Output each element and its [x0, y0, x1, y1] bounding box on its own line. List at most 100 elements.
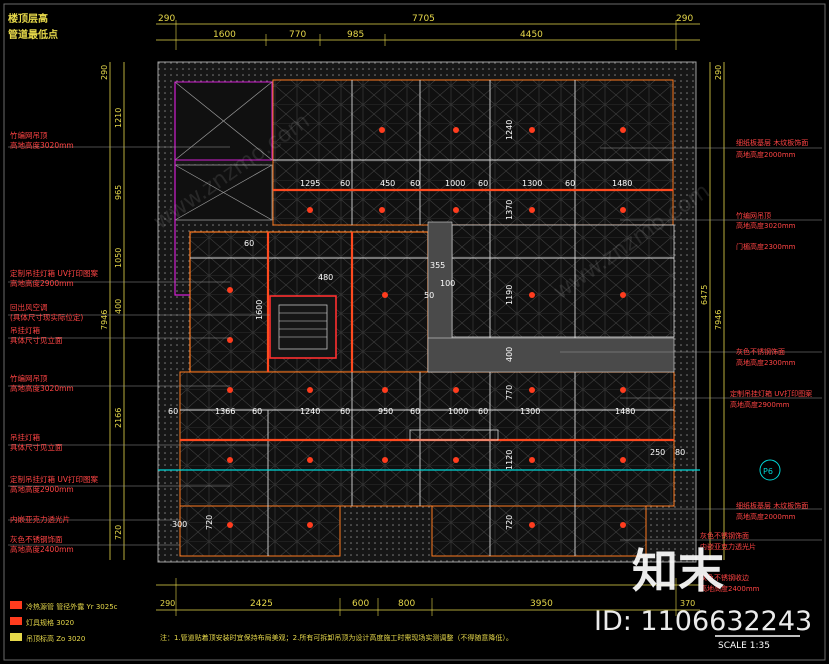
dim-left-2: 1210 — [114, 108, 123, 128]
svg-text:高地高度2900mm: 高地高度2900mm — [10, 278, 74, 288]
dim-bottom-left-margin: 290 — [160, 599, 175, 608]
svg-text:80: 80 — [675, 448, 685, 457]
svg-text:吊顶标高 Zo 3020: 吊顶标高 Zo 3020 — [26, 634, 85, 643]
svg-text:720: 720 — [205, 515, 214, 530]
svg-text:内嵌亚克力透光片: 内嵌亚克力透光片 — [10, 514, 70, 524]
lamp-points — [227, 127, 626, 528]
svg-text:定制吊挂灯箱 UV打印图案: 定制吊挂灯箱 UV打印图案 — [10, 474, 99, 484]
dim-top-seg-4: 4450 — [520, 30, 543, 40]
svg-text:高地高度2000mm: 高地高度2000mm — [736, 512, 796, 521]
svg-text:冷热源管 管径外露 Yr 3025c: 冷热源管 管径外露 Yr 3025c — [26, 602, 118, 611]
top-dimension-overall: 290 7705 290 — [156, 14, 700, 50]
svg-text:1300: 1300 — [522, 179, 542, 188]
top-dimension-segments: 1600 770 985 4450 — [156, 30, 700, 46]
svg-text:355: 355 — [430, 261, 445, 270]
svg-text:高地高度3020mm: 高地高度3020mm — [736, 221, 796, 230]
watermark-id: ID: 1106632243 — [594, 606, 813, 637]
svg-text:60: 60 — [478, 407, 488, 416]
svg-text:720: 720 — [505, 515, 514, 530]
svg-text:门楣高度2300mm: 门楣高度2300mm — [736, 242, 796, 251]
svg-text:高地高度3020mm: 高地高度3020mm — [10, 383, 74, 393]
svg-text:1000: 1000 — [448, 407, 468, 416]
svg-text:450: 450 — [380, 179, 395, 188]
watermark-brand: 知末 — [632, 544, 724, 598]
svg-text:回出风空调: 回出风空调 — [10, 302, 48, 312]
dim-bottom-seg-3: 800 — [398, 599, 415, 609]
svg-text:灰色不锈钢饰面: 灰色不锈钢饰面 — [700, 531, 749, 540]
dim-bottom-seg-2: 600 — [352, 599, 369, 609]
svg-text:灰色不锈钢收边: 灰色不锈钢收边 — [700, 573, 749, 582]
svg-text:细纸板基层 木纹板饰面: 细纸板基层 木纹板饰面 — [736, 138, 808, 147]
title-line-2: 管道最低点 — [8, 28, 58, 41]
svg-text:1300: 1300 — [520, 407, 540, 416]
dim-top-left-margin: 290 — [158, 14, 175, 24]
svg-text:1240: 1240 — [300, 407, 320, 416]
dim-left-total: 7946 — [100, 310, 109, 330]
right-dimension-chain: 290 6475 7946 — [700, 62, 725, 560]
svg-text:灰色不锈钢饰面: 灰色不锈钢饰面 — [10, 534, 63, 544]
dim-bottom-seg-1: 2425 — [250, 599, 273, 609]
dim-top-seg-2: 770 — [289, 30, 306, 40]
general-note: 注：1.管道贴着顶安装时宜保持布局美观；2.所有可拆卸吊顶为设计高度施工时需现场… — [160, 633, 513, 642]
svg-text:竹编网吊顶: 竹编网吊顶 — [10, 130, 48, 140]
dim-right-total: 7946 — [714, 310, 723, 330]
svg-text:60: 60 — [244, 239, 254, 248]
svg-text:(具体尺寸现实际位定): (具体尺寸现实际位定) — [10, 312, 83, 322]
dim-left-1: 290 — [100, 65, 109, 80]
svg-text:高地高度2400mm: 高地高度2400mm — [700, 584, 760, 593]
dim-right-inner: 6475 — [700, 285, 709, 305]
svg-text:灯具规格 3020: 灯具规格 3020 — [26, 618, 74, 627]
svg-text:60: 60 — [340, 179, 350, 188]
ceiling-zone-top — [272, 79, 674, 226]
dim-bottom-seg-4: 3950 — [530, 599, 553, 609]
dim-top-seg-3: 985 — [347, 30, 364, 40]
svg-text:1190: 1190 — [505, 285, 514, 305]
dim-right-top: 290 — [714, 65, 723, 80]
svg-text:细纸板基层 木纹板饰面: 细纸板基层 木纹板饰面 — [736, 501, 808, 510]
svg-text:高地高度2000mm: 高地高度2000mm — [736, 150, 796, 159]
dim-left-5: 400 — [114, 299, 123, 314]
svg-text:60: 60 — [410, 179, 420, 188]
svg-text:1480: 1480 — [612, 179, 632, 188]
svg-text:1366: 1366 — [215, 407, 235, 416]
svg-text:60: 60 — [478, 179, 488, 188]
light-box — [409, 429, 499, 441]
svg-text:高地高度3020mm: 高地高度3020mm — [10, 140, 74, 150]
svg-text:300: 300 — [172, 520, 187, 529]
dim-left-3: 965 — [114, 185, 123, 200]
svg-text:1000: 1000 — [445, 179, 465, 188]
svg-text:60: 60 — [565, 179, 575, 188]
dim-left-6: 2166 — [114, 408, 123, 428]
drawing-frame — [3, 3, 826, 661]
svg-text:内嵌亚克力透光片: 内嵌亚克力透光片 — [700, 542, 756, 551]
svg-text:竹编网吊顶: 竹编网吊顶 — [736, 211, 771, 220]
svg-text:60: 60 — [410, 407, 420, 416]
svg-text:P6: P6 — [763, 467, 773, 476]
svg-text:250: 250 — [650, 448, 665, 457]
svg-text:400: 400 — [505, 347, 514, 362]
svg-text:480: 480 — [318, 273, 333, 282]
dim-top-overall: 7705 — [412, 14, 435, 24]
air-conditioner-unit — [269, 295, 337, 359]
svg-text:60: 60 — [168, 407, 178, 416]
svg-text:吊挂灯箱: 吊挂灯箱 — [10, 432, 40, 442]
vertical-dimension-labels: 1240 1370 1190 400 770 1120 720 720 — [205, 120, 514, 530]
svg-text:1480: 1480 — [615, 407, 635, 416]
magenta-boundary — [174, 82, 190, 296]
svg-text:高地高度2400mm: 高地高度2400mm — [10, 544, 74, 554]
dim-top-right-margin: 290 — [676, 14, 693, 24]
svg-text:定制吊挂灯箱 UV打印图案: 定制吊挂灯箱 UV打印图案 — [730, 389, 812, 398]
svg-text:高地高度2300mm: 高地高度2300mm — [736, 358, 796, 367]
ceiling-zone-bottom-strip — [179, 505, 341, 557]
dim-left-4: 1050 — [114, 248, 123, 268]
row2-dimension-labels: 1366 60 1240 60 950 60 1000 60 1300 1480 — [215, 407, 635, 416]
svg-text:1240: 1240 — [505, 120, 514, 140]
svg-text:1295: 1295 — [300, 179, 320, 188]
svg-text:吊挂灯箱: 吊挂灯箱 — [10, 325, 40, 335]
svg-text:1600: 1600 — [255, 300, 264, 320]
misc-dimension-labels: 355 250 80 300 1600 100 50 480 60 60 — [168, 239, 685, 529]
svg-text:950: 950 — [378, 407, 393, 416]
